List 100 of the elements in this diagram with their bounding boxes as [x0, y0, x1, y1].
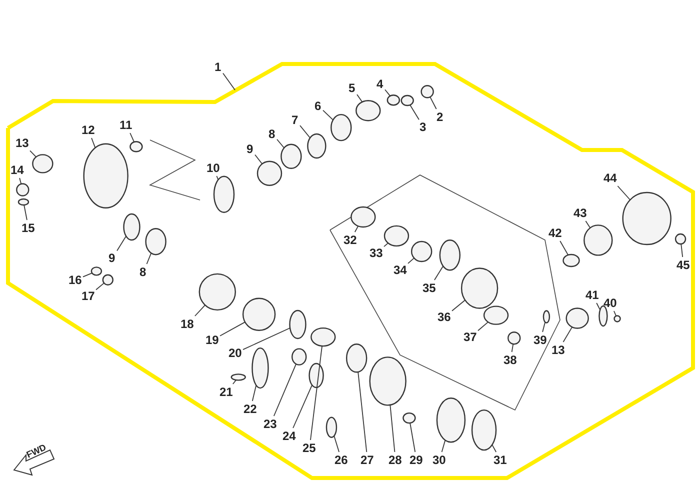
callout-number: 34 [394, 263, 407, 277]
leader-line [562, 326, 573, 342]
leader-line [434, 266, 444, 280]
part-outline [436, 398, 466, 443]
leader-line [273, 364, 296, 416]
leader-line [322, 110, 334, 120]
callout-number: 29 [410, 453, 423, 467]
callout-number: 37 [464, 330, 477, 344]
callout-number: 21 [220, 385, 233, 399]
leader-line [384, 242, 389, 248]
part-outline [439, 240, 460, 271]
leader-line [300, 125, 311, 138]
part-outline [400, 94, 414, 106]
part-outline [123, 213, 140, 241]
callout-number: 13 [552, 343, 565, 357]
leader-line [96, 282, 104, 290]
callout-number: 12 [82, 123, 95, 137]
part-outline [402, 412, 416, 424]
part-outline [230, 374, 246, 381]
callout-number: 2 [436, 110, 444, 124]
part-outline [292, 348, 307, 366]
part-outline [308, 362, 324, 388]
leader-line [130, 132, 135, 142]
leader-line [24, 204, 28, 220]
callout-number: 32 [344, 233, 357, 247]
callout-number: 45 [676, 258, 690, 272]
part-outline [384, 225, 410, 247]
part-outline [562, 254, 580, 268]
leader-line [511, 344, 514, 352]
callout-number: 43 [574, 206, 587, 220]
callout-number: 7 [292, 113, 298, 127]
part-outline [145, 228, 166, 256]
leader-line [358, 372, 368, 452]
part-outline [198, 273, 236, 311]
leader-line [390, 404, 396, 452]
part-outline [32, 154, 54, 174]
callout-number: 40 [604, 296, 617, 310]
part-outline [483, 306, 509, 325]
leader-line [410, 104, 420, 120]
part-outline [213, 176, 235, 213]
callout-number: 38 [504, 353, 517, 367]
leader-line [254, 154, 263, 164]
callout-number: 27 [360, 453, 374, 467]
part-outline [350, 206, 376, 228]
part-outline [460, 268, 498, 309]
callout-number: 17 [82, 289, 95, 303]
leader-line [232, 380, 237, 384]
callout-number: 3 [420, 120, 426, 134]
callout-number: 22 [244, 402, 257, 416]
part-outline [326, 416, 338, 438]
callout-number: 18 [180, 317, 194, 331]
callout-number: 8 [268, 127, 276, 141]
callout-number: 24 [282, 429, 296, 443]
part-outline [369, 356, 406, 406]
callout-number: 1 [214, 60, 222, 74]
leader-line [596, 302, 600, 310]
leader-line [82, 272, 92, 278]
leader-line [252, 384, 257, 402]
leader-line [617, 186, 631, 200]
callout-number: 30 [432, 453, 446, 467]
leader-line [220, 322, 246, 336]
leader-line [441, 440, 446, 452]
part-outline [542, 310, 550, 324]
callout-number: 23 [264, 417, 277, 431]
part-outline [420, 85, 434, 98]
part-outline [130, 141, 143, 152]
part-outline [330, 114, 352, 142]
callout-number: 42 [548, 226, 562, 240]
callout-number: 6 [314, 99, 322, 113]
part-outline [280, 144, 302, 169]
part-outline [307, 133, 326, 159]
leader-line [492, 444, 497, 452]
callout-number: 26 [334, 453, 348, 467]
callout-number: 28 [388, 453, 402, 467]
leader-line [242, 328, 290, 350]
leader-line [384, 89, 391, 96]
leader-line [216, 176, 219, 180]
part-outline [346, 344, 368, 373]
part-outline [90, 266, 102, 276]
leader-line [478, 322, 489, 332]
callout-number: 39 [534, 333, 547, 347]
callout-number: 33 [370, 246, 383, 260]
leader-line [310, 346, 322, 440]
part-outline [310, 327, 336, 347]
leader-line [356, 94, 363, 102]
callout-number: 5 [348, 81, 356, 95]
callout-number: 20 [228, 346, 242, 360]
part-outline [614, 315, 621, 322]
part-outline [386, 94, 400, 106]
part-outline [471, 409, 497, 451]
leader-line [614, 310, 617, 316]
leader-line [430, 96, 437, 110]
leader-line [30, 150, 37, 158]
leader-line [91, 138, 96, 148]
part-outline [16, 183, 30, 196]
part-outline [566, 308, 589, 329]
leader-line [585, 220, 591, 228]
leader-line [334, 435, 340, 452]
leader-line [410, 422, 416, 452]
callout-number: 4 [376, 77, 384, 91]
